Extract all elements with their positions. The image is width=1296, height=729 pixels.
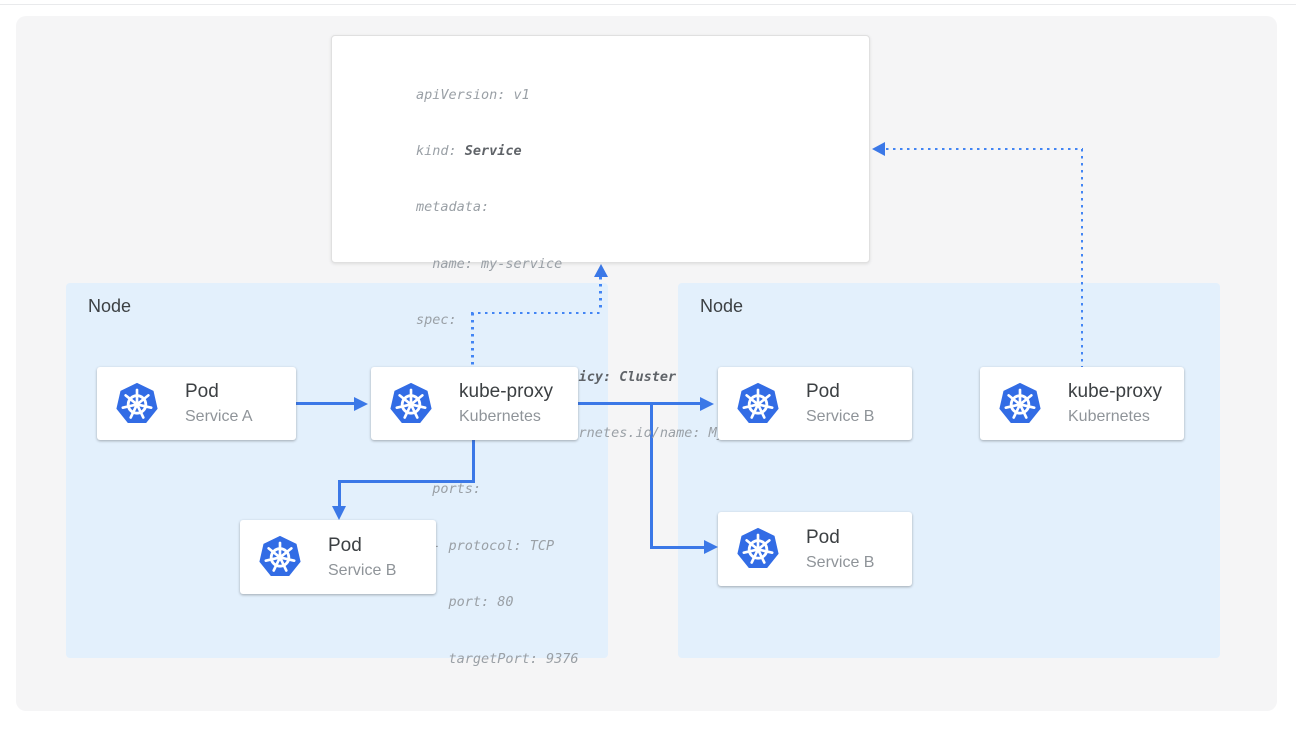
card-pod-service-a: Pod Service A: [97, 367, 296, 440]
arrowhead-into-right-pod-top: [700, 396, 714, 411]
dotted-right-kube-proxy-up: [1080, 149, 1083, 367]
top-divider-line: [0, 4, 1296, 5]
card-subtitle: Service A: [185, 408, 253, 425]
yaml-line: port: 80: [416, 594, 514, 611]
kubernetes-icon: [737, 527, 779, 569]
card-kube-proxy-right: kube-proxy Kubernetes: [980, 367, 1184, 440]
card-title: Pod: [806, 381, 840, 402]
arrowhead-into-kube-proxy-left: [354, 396, 368, 411]
card-pod-service-b-right-bottom: Pod Service B: [718, 512, 912, 586]
connector-pod-a-to-kube-proxy: [296, 402, 354, 405]
yaml-line: apiVersion: v1: [416, 86, 530, 103]
kubernetes-icon: [390, 382, 432, 423]
card-pod-service-b-left: Pod Service B: [240, 520, 436, 594]
service-yaml-spec-box: apiVersion: v1 kind: Service metadata: n…: [331, 35, 870, 667]
yaml-line: - protocol: TCP: [416, 537, 555, 554]
node-label: Node: [700, 296, 744, 316]
kubernetes-icon: [116, 382, 158, 423]
connector-kube-proxy-down: [471, 440, 475, 483]
node-label: Node: [88, 296, 132, 316]
node-box-right: Node: [678, 283, 1220, 658]
kubernetes-icon: [999, 382, 1041, 423]
yaml-line: metadata:: [416, 199, 490, 216]
yaml-line: targetPort: 9376: [416, 650, 579, 667]
card-subtitle: Kubernetes: [1068, 408, 1150, 425]
kubernetes-icon: [737, 382, 779, 423]
arrowhead-into-yaml-right: [872, 141, 885, 156]
arrowhead-into-pod-b-left: [332, 506, 346, 520]
connector-down-to-pod-b-left: [337, 480, 341, 507]
dotted-right-horizontal: [886, 147, 1083, 150]
card-title: kube-proxy: [1068, 381, 1162, 402]
yaml-line: kind: Service: [416, 142, 522, 159]
card-title: Pod: [806, 526, 840, 548]
dotted-left-horizontal: [471, 311, 602, 314]
card-title: kube-proxy: [459, 381, 553, 402]
arrowhead-into-yaml-bottom: [593, 264, 608, 277]
card-subtitle: Service B: [806, 408, 875, 425]
connector-kube-proxy-left-horizontal: [337, 480, 475, 483]
card-pod-service-b-right-top: Pod Service B: [718, 367, 912, 440]
connector-kube-proxy-to-right-pod-top: [578, 402, 700, 405]
yaml-line: name: my-service: [416, 255, 563, 272]
node-box-left: Node: [66, 283, 608, 658]
arrowhead-into-right-pod-bottom: [704, 540, 718, 554]
connector-branch-horizontal: [649, 545, 705, 549]
yaml-line: spec:: [416, 312, 457, 329]
connector-branch-vertical: [649, 403, 653, 548]
card-kube-proxy-left: kube-proxy Kubernetes: [371, 367, 578, 440]
yaml-line: ports:: [416, 481, 482, 498]
card-subtitle: Service B: [806, 553, 875, 571]
kubernetes-icon: [259, 535, 301, 577]
card-subtitle: Kubernetes: [459, 408, 541, 425]
dotted-left-kube-proxy-up: [471, 313, 474, 367]
card-title: Pod: [185, 381, 219, 402]
card-title: Pod: [328, 534, 362, 556]
card-subtitle: Service B: [328, 561, 397, 579]
dotted-left-up-to-yaml: [599, 277, 602, 312]
